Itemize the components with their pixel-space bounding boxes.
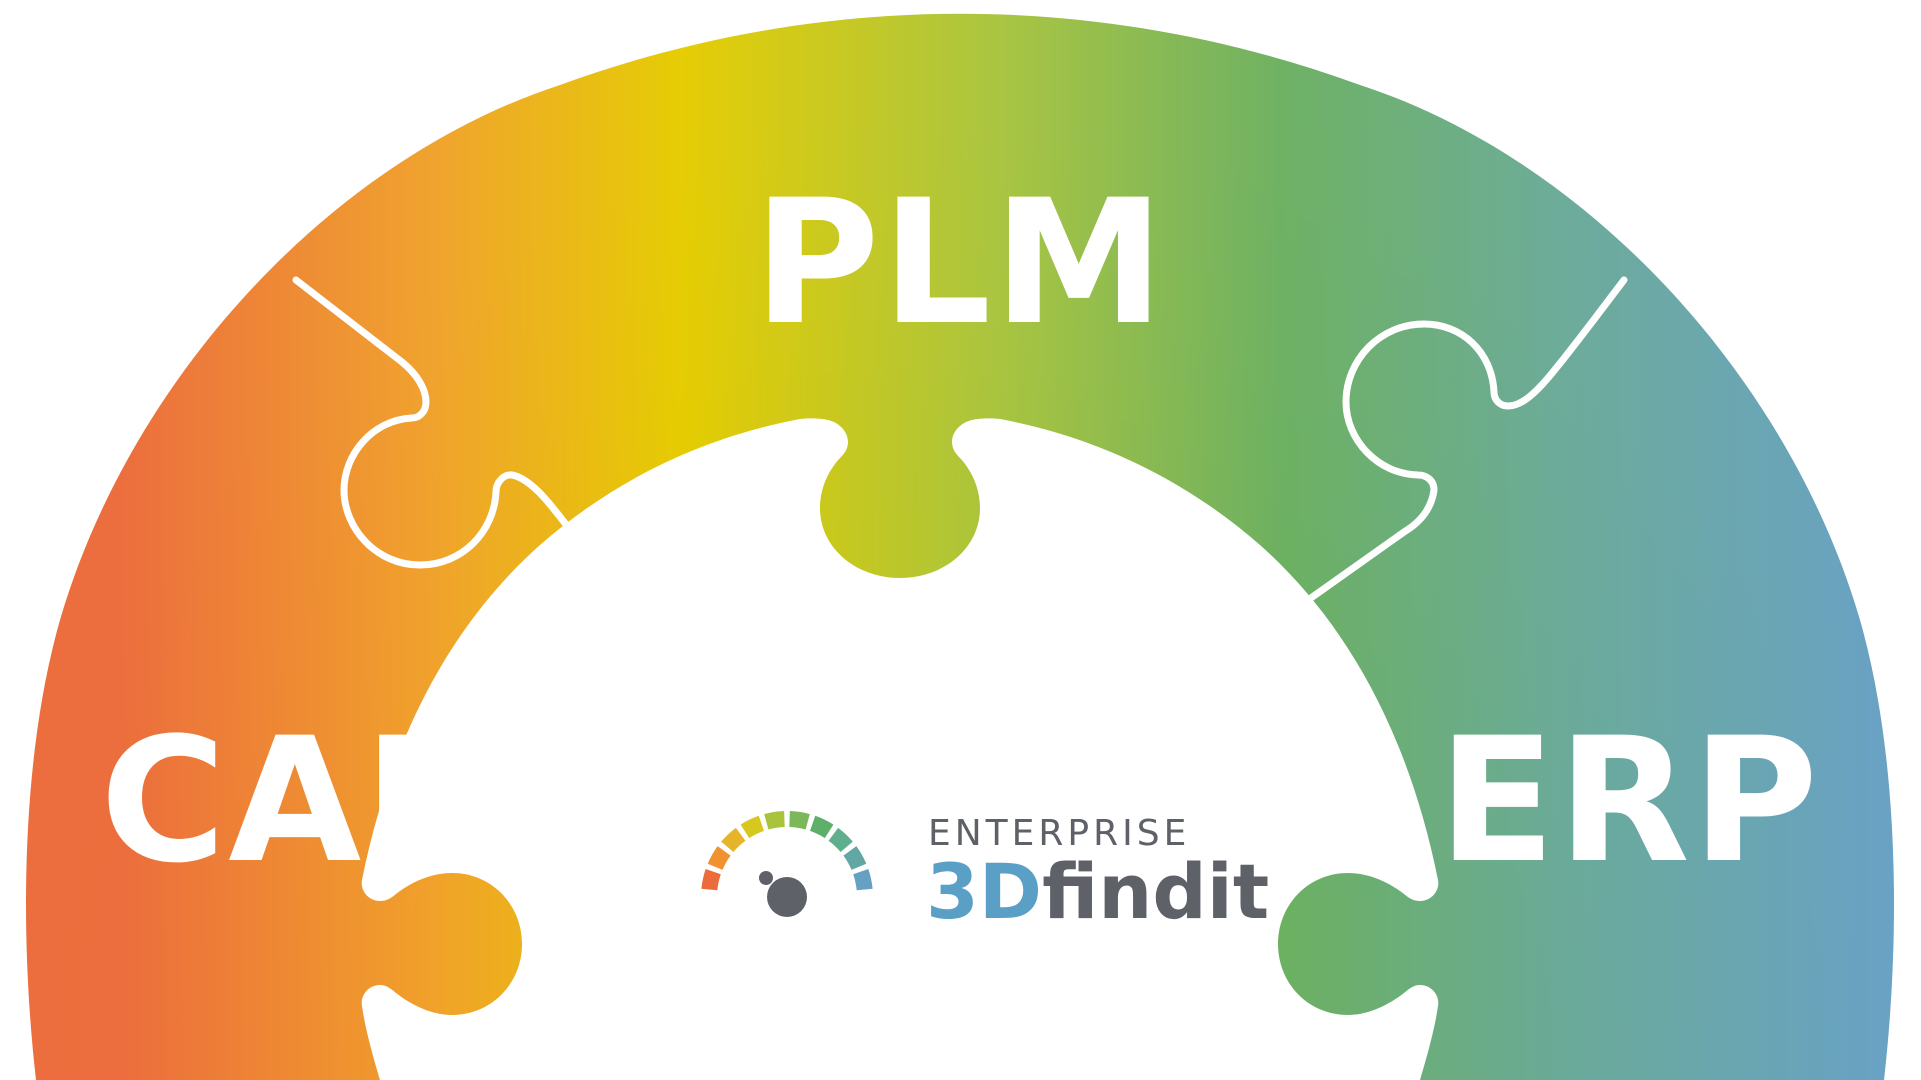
gauge-segment — [853, 869, 873, 891]
logo-gauge-hub — [767, 877, 807, 917]
gauge-segment — [707, 846, 731, 870]
logo-line2: 3Dfindit — [926, 847, 1269, 936]
gauge-segment — [789, 811, 810, 830]
gauge-segment — [701, 869, 721, 891]
divider-plm-erp — [1290, 276, 1628, 614]
gauge-segment — [828, 827, 853, 852]
logo-gauge-needle — [759, 871, 773, 885]
gauge-segment — [809, 815, 834, 839]
gauge-segment — [740, 815, 765, 839]
logo-line1: ENTERPRISE — [928, 813, 1190, 854]
segment-label-cad: CAD — [100, 700, 508, 901]
segment-label-erp: ERP — [1438, 700, 1820, 901]
segment-label-plm: PLM — [754, 162, 1167, 363]
gauge-segment — [721, 827, 746, 852]
gauge-segment — [764, 811, 785, 830]
divider-cad-plm — [292, 276, 630, 607]
logo-gauge-icon — [701, 811, 873, 891]
gauge-segment — [843, 846, 867, 870]
